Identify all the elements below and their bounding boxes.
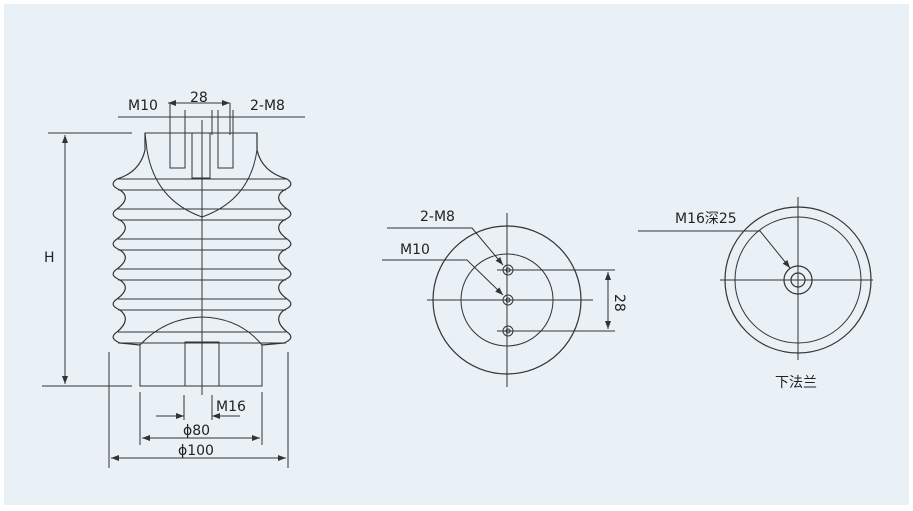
top-view: 28 2-M8 M10 [382,209,627,387]
side-view: M10 28 2-M8 H M16 ϕ80 ϕ100 [42,90,305,468]
m8-label: 2-M8 [250,98,285,114]
top-insert [144,132,258,218]
phi100-label: ϕ100 [178,443,214,459]
bottom-flange-caption: 下法兰 [775,375,817,391]
m10-hole-label: M10 [400,242,430,258]
m16-depth-label: M16深25 [675,211,737,227]
drawing-panel [4,4,909,505]
hole-center [502,294,514,306]
m16-label: M16 [216,399,246,415]
m16-hole-outer [783,265,813,295]
center-hole [191,132,211,179]
m10-label: M10 [128,98,158,114]
m8-hole [217,132,234,169]
phi80-label: ϕ80 [183,423,210,439]
m16-hole-inner [790,272,806,288]
spacing-28-label: 28 [611,294,627,312]
m10-hole [169,132,186,169]
m8-holes-label: 2-M8 [420,209,455,225]
bottom-insert [139,316,263,387]
spacing-28-label: 28 [190,90,208,106]
height-label: H [44,250,55,266]
bottom-view: M16深25 下法兰 [638,197,873,391]
